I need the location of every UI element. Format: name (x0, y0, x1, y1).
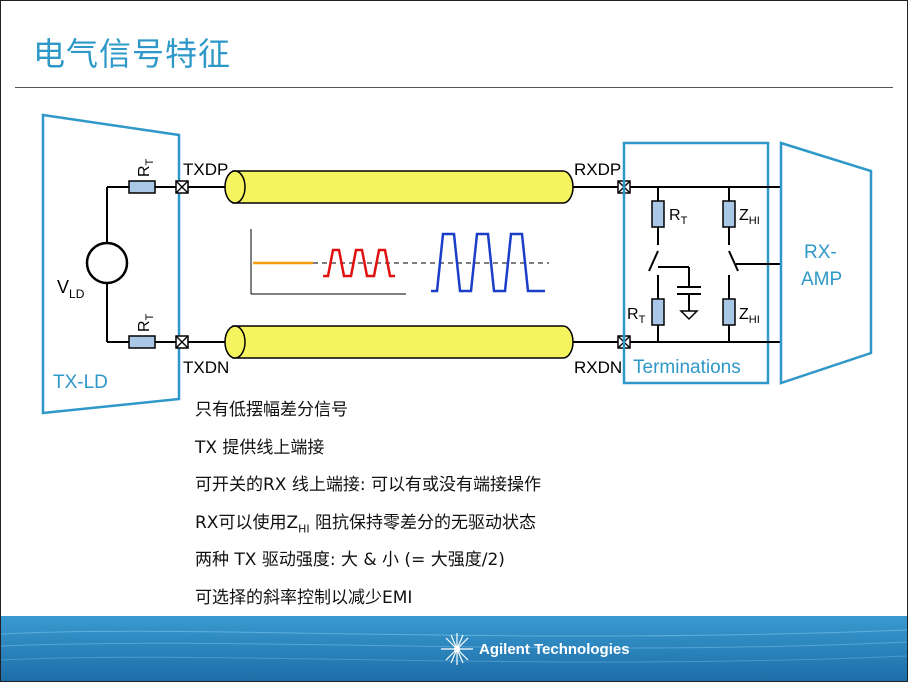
bullet-item: 只有低摆幅差分信号 (195, 400, 348, 420)
bullet-list: 只有低摆幅差分信号 TX 提供线上端接 可开关的RX 线上端接: 可以有或没有端… (195, 397, 541, 622)
zhi-label-top: ZHI (739, 207, 760, 227)
rx-resistor-rt-top (651, 200, 665, 228)
rx-amp-label-line2: AMP (801, 269, 842, 290)
slide-title: 电气信号特征 (33, 35, 232, 73)
title-divider (15, 87, 893, 88)
bullet-item: RX可以使用ZHI 阻抗保持零差分的无驱动状态 (195, 510, 541, 548)
txdp-label: TXDP (183, 160, 228, 179)
bullet-item-sub: HI (298, 521, 310, 535)
txdn-label: TXDN (183, 358, 229, 377)
rxdp-label: RXDP (574, 160, 621, 179)
svg-text:RT: RT (136, 313, 156, 332)
rt-label-rx-bottom: RT (627, 306, 646, 326)
cable-top (224, 170, 574, 204)
agilent-logo-icon (441, 633, 473, 665)
tx-ld-label: TX-LD (53, 372, 108, 393)
bullet-item-text: RX可以使用Z (195, 512, 299, 533)
zhi-label-bottom: ZHI (739, 306, 760, 326)
capacitor-ground-icon (677, 286, 701, 321)
connector-icon-txdn (175, 335, 189, 349)
bullet-item: TX 提供线上端接 (195, 437, 325, 458)
switch-icon-rt (648, 250, 659, 272)
connector-icon-txdp (175, 180, 189, 194)
rx-amp-label-line1: RX- (804, 242, 837, 263)
tx-resistor-bottom (128, 335, 156, 349)
vld-label: VLD (57, 277, 85, 301)
svg-text:RT: RT (136, 158, 156, 177)
bullet-item: 可选择的斜率控制以减少EMI (195, 587, 413, 608)
rx-resistor-zhi-top (722, 200, 736, 228)
rx-amp-block (779, 141, 873, 385)
bullet-item: 两种 TX 驱动强度: 大 & 小 (= 大强度/2) (195, 550, 505, 570)
tx-resistor-top (128, 180, 156, 194)
rx-resistor-zhi-bottom (722, 298, 736, 326)
signal-diagram: RT RT TXDP TXDN RXDP RXDN VLD TX-LD RT R… (41, 113, 873, 415)
wave-large-swing (431, 232, 545, 293)
bullet-item-rest: 阻抗保持零差分的无驱动状态 (309, 512, 537, 533)
footer-brand-name: Agilent Technologies (479, 641, 630, 658)
switch-icon-zhi (728, 250, 739, 272)
rx-resistor-rt-bottom (651, 298, 665, 326)
tx-ld-block (41, 113, 181, 415)
waveform-inset (250, 229, 549, 295)
rt-label-rx-top: RT (669, 207, 688, 227)
wave-small-swing (323, 248, 395, 278)
rt-label-bottom: RT (136, 313, 156, 332)
terminations-label: Terminations (633, 357, 741, 378)
cable-bottom (224, 325, 574, 359)
rt-label-top: RT (136, 158, 156, 177)
bullet-item: 可开关的RX 线上端接: 可以有或没有端接操作 (195, 475, 541, 495)
voltage-source-icon (85, 241, 129, 285)
rxdn-label: RXDN (574, 358, 622, 377)
